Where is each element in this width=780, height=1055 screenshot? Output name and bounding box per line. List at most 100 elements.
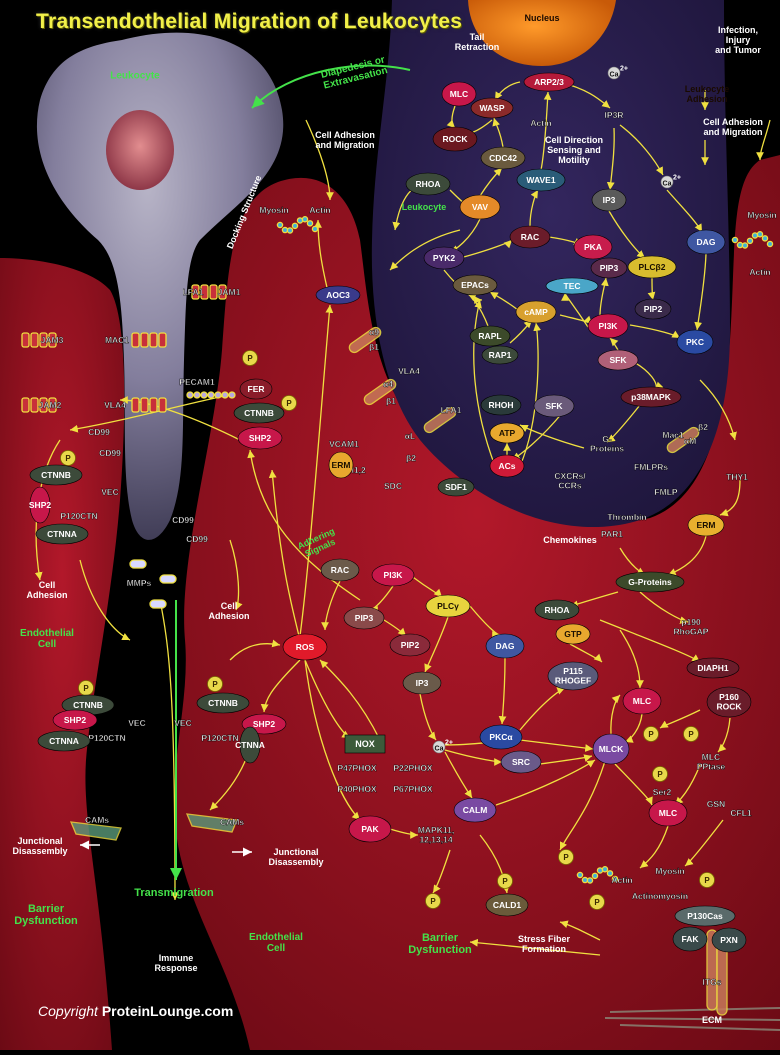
node-mlc-b: MLC [648,799,688,827]
node-label: PKC [686,337,704,347]
actin-filament-bead [611,875,619,883]
pathway-arrow [268,469,301,641]
junction-receptor-shape [140,397,149,413]
node-label: β1 [369,342,379,352]
pathway-arrow [495,759,596,806]
node-label: Actin [749,267,770,277]
node-shp2-m: SHP2 [237,426,283,450]
pathway-arrow [319,659,381,741]
node-label: Myosin [655,866,684,876]
node-shape [622,687,662,715]
mmp-shape [149,599,167,609]
phospho-shape [699,872,715,888]
pathway-arrow [608,210,646,259]
junction-receptor-shape [149,397,158,413]
node-label: Actinomyosin [632,891,688,901]
pathway-arrow [489,291,519,311]
pathway-arrow [444,751,473,799]
node-shape [573,234,613,260]
node-label: DAG [496,641,515,651]
node-shape [52,709,98,731]
node-label: CTNNB [208,698,238,708]
pathway-arrow [519,424,585,449]
node-label: LFA1 [183,287,204,297]
node-erm-m: ERM [328,451,354,479]
node-label: THY1 [726,472,748,482]
node-pi3k-m: PI3K [371,563,415,587]
node-shape [441,81,477,107]
node-label: SFK [546,401,564,411]
node-label: PIP3 [355,613,374,623]
node-label: ERM [697,520,716,530]
node-actin-l: Actin [309,205,331,215]
pathway-arrow [479,834,510,894]
pathway-arrow [305,119,334,201]
node-label: PLCβ2 [639,262,666,272]
node-mac1: MAC1 [105,335,130,345]
node-label: WASP [479,103,504,113]
node-shape [371,563,415,587]
node-atp: ATP [489,422,525,444]
junction-receptor-shape [48,397,57,413]
node-shape [687,513,725,537]
phospho-label: P [704,876,710,885]
node-thy1: THY1 [726,472,748,482]
node-label: WAVE1 [526,175,555,185]
node-a4: α4 [383,379,394,389]
pecam1-bead [228,391,236,399]
pathway-arrow [492,117,504,148]
pathway-arrow [540,91,552,171]
node-ip3-m: IP3 [402,671,442,695]
node-label: p38MAPK [631,392,672,402]
node-label: CTNNA [235,740,265,750]
node-label: MLC [633,696,651,706]
node-label: P120CTN [88,733,125,743]
node-shape [282,633,328,661]
region-transmigration: Transmigration [134,887,214,899]
mmp-shape [129,559,147,569]
node-shape [480,394,522,416]
node-label: RHOA [415,179,440,189]
node-label: G-Proteins [590,434,624,454]
node-label: JAM3 [41,335,64,345]
node-label: CAMs [85,815,109,825]
node-label: PIP3 [600,263,619,273]
node-shape [320,558,360,582]
node-ros: ROS [282,633,328,661]
node-ip3r: IP3R [604,110,623,120]
node-pxn: PXN [711,927,747,953]
node-shape [489,454,525,478]
pathway-arrow [684,819,724,867]
node-label: PIP2 [401,640,420,650]
node-label: CTNNA [49,736,79,746]
node-label: DIAPH1 [697,663,728,673]
node-jam2: JAM2 [38,400,61,410]
node-label: CFL1 [730,808,752,818]
pathway-arrow [569,643,603,663]
actin-filament-bead [311,225,319,233]
node-label: P47PHOX [337,763,377,773]
node-shape [453,797,497,823]
node-shape [315,285,361,305]
node-p-c: P [60,450,76,466]
integrin-shape [423,406,457,434]
node-label: RHOA [544,605,569,615]
node-rapl: RAPL [469,325,511,347]
node-cd99d: CD99 [186,534,208,544]
phospho-label: P [648,730,654,739]
pathway-arrow [606,404,641,443]
calcium-charge: 2+ [620,65,628,72]
node-label: Thrombin [607,512,646,522]
pathway-arrow [304,659,361,821]
phospho-shape [281,395,297,411]
node-cd99c: CD99 [172,515,194,525]
